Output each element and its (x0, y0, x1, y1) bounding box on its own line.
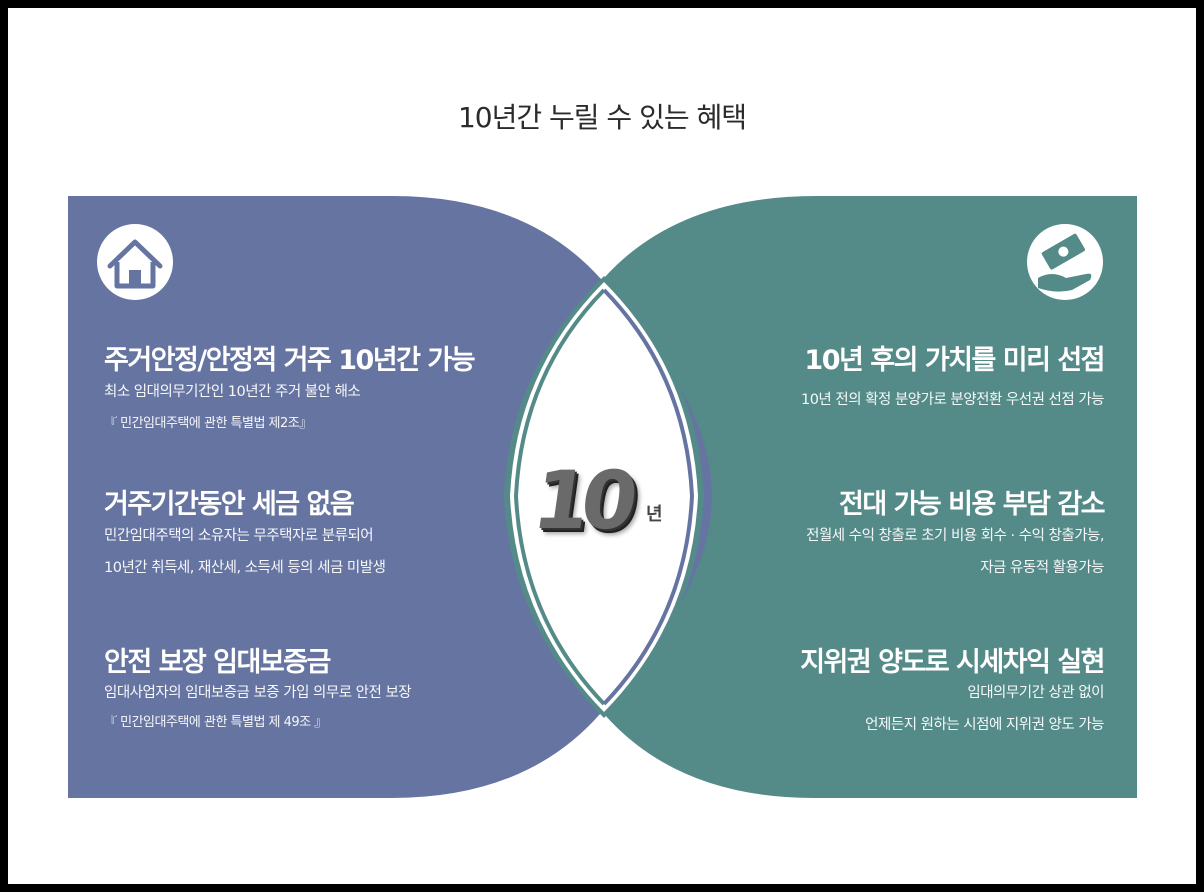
ten-unit: 년 (646, 504, 663, 525)
left-desc-2-line-1: 민간임대주택의 소유자는 무주택자로 분류되어 (104, 528, 374, 544)
left-heading-1: 주거안정/안정적 거주 10년간 가능 (104, 345, 476, 376)
right-desc-3-line-1: 임대의무기간 상관 없이 (967, 685, 1104, 701)
left-desc-2-line-2: 10년간 취득세, 재산세, 소득세 등의 세금 미발생 (104, 560, 386, 576)
right-heading-1: 10년 후의 가치를 미리 선점 (804, 345, 1105, 376)
money-hand-icon (1027, 224, 1103, 300)
ten-years-emblem: 10 년 (527, 454, 684, 564)
page-title: 10년간 누릴 수 있는 혜택 (457, 101, 747, 134)
right-desc-2-line-1: 전월세 수익 창출로 초기 비용 회수 · 수익 창출가능, (806, 528, 1104, 544)
left-desc-1-line-1: 최소 임대의무기간인 10년간 주거 불안 해소 (104, 384, 361, 400)
center-lens-right-line (602, 288, 695, 706)
left-heading-3: 안전 보장 임대보증금 (104, 647, 331, 678)
right-heading-3: 지위권 양도로 시세차익 실현 (800, 647, 1105, 678)
center-lens-left-line (513, 288, 606, 706)
right-desc-2-line-2: 자금 유동적 활용가능 (980, 560, 1104, 576)
left-desc-3-line-1: 임대사업자의 임대보증금 보증 가입 의무로 안전 보장 (104, 685, 412, 701)
right-desc-1-line-1: 10년 전의 확정 분양가로 분양전환 우선권 선점 가능 (800, 392, 1105, 408)
left-ref-3: 『 민간임대주택에 관한 특별법 제 49조 』 (104, 715, 327, 730)
right-heading-2: 전대 가능 비용 부담 감소 (839, 489, 1106, 520)
left-heading-2: 거주기간동안 세금 없음 (104, 489, 355, 520)
center-lens-inner (522, 298, 686, 696)
venn-background (68, 196, 1137, 798)
right-desc-3-line-2: 언제든지 원하는 시점에 지위권 양도 가능 (865, 717, 1104, 733)
page-frame: 10년간 누릴 수 있는 혜택 10 년 (8, 8, 1196, 884)
house-icon (97, 224, 173, 300)
left-ref-1: 『 민간임대주택에 관한 특별법 제2조』 (104, 416, 312, 431)
ten-number: 10 (527, 454, 636, 547)
